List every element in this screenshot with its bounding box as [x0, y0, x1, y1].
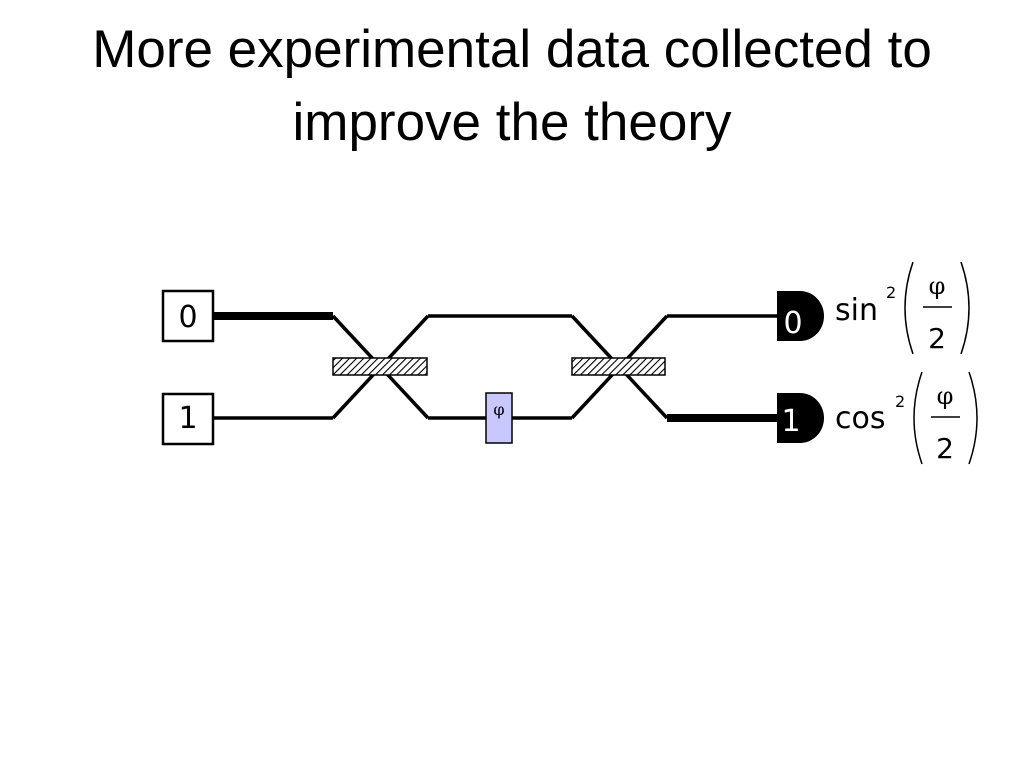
- probability-formula-0: sin 2 φ 2: [835, 261, 970, 355]
- input-port-1: 1: [161, 392, 215, 446]
- formula-func-1: cos: [835, 401, 885, 436]
- phase-shifter: φ: [485, 392, 513, 444]
- input-label-1: 1: [178, 401, 197, 436]
- detector-label-0: 0: [783, 306, 802, 341]
- formula-exp-1: 2: [895, 392, 905, 411]
- formula-num-0: φ: [929, 272, 946, 300]
- formula-paren-left-1: [913, 371, 923, 465]
- formula-den-0: 2: [928, 322, 946, 355]
- detector-label-1: 1: [781, 404, 800, 439]
- formula-den-1: 2: [936, 432, 954, 465]
- beam-splitter-1: [332, 357, 428, 376]
- formula-num-1: φ: [937, 382, 954, 410]
- phase-symbol: φ: [493, 400, 504, 419]
- detector-0: 0: [777, 291, 824, 341]
- formula-paren-right-1: [968, 371, 978, 465]
- formula-paren-left-0: [904, 261, 914, 355]
- beam-splitter-2: [571, 357, 666, 376]
- detector-1: 1: [777, 393, 824, 443]
- formula-exp-0: 2: [886, 283, 896, 302]
- input-port-0: 0: [161, 289, 215, 343]
- formula-func-0: sin: [835, 293, 878, 328]
- probability-formula-1: cos 2 φ 2: [835, 371, 978, 465]
- formula-paren-right-0: [960, 261, 970, 355]
- slide-title: More experimental data collected to impr…: [92, 20, 932, 152]
- input-label-0: 0: [178, 300, 197, 335]
